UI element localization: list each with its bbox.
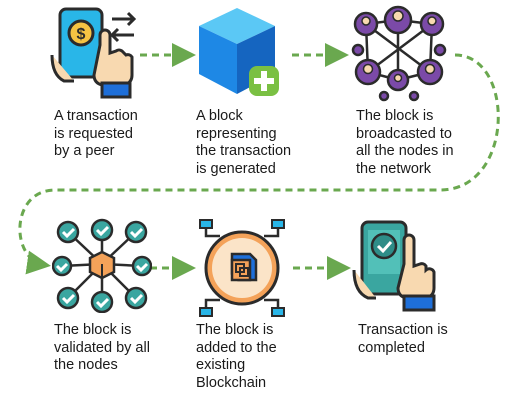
step-4-caption: The block is validated by all the nodes <box>54 322 150 373</box>
hand-phone-check-icon <box>352 220 436 312</box>
blockchain-chip-icon <box>199 219 285 317</box>
validation-hub-icon <box>52 218 152 313</box>
step-1-caption: A transaction is requested by a peer <box>54 108 138 159</box>
network-users-icon <box>351 5 447 102</box>
step-3-caption: The block is broadcasted to all the node… <box>356 108 454 177</box>
step-2-caption: A block representing the transaction is … <box>196 108 292 177</box>
block-cube-plus-icon <box>199 8 279 96</box>
step-5-caption: The block is added to the existing Block… <box>196 322 277 391</box>
svg-text:$: $ <box>77 26 86 43</box>
step-6-caption: Transaction is completed <box>358 322 448 356</box>
wrap-connector <box>18 53 500 275</box>
hand-phone-dollar-icon: $ <box>50 7 137 99</box>
